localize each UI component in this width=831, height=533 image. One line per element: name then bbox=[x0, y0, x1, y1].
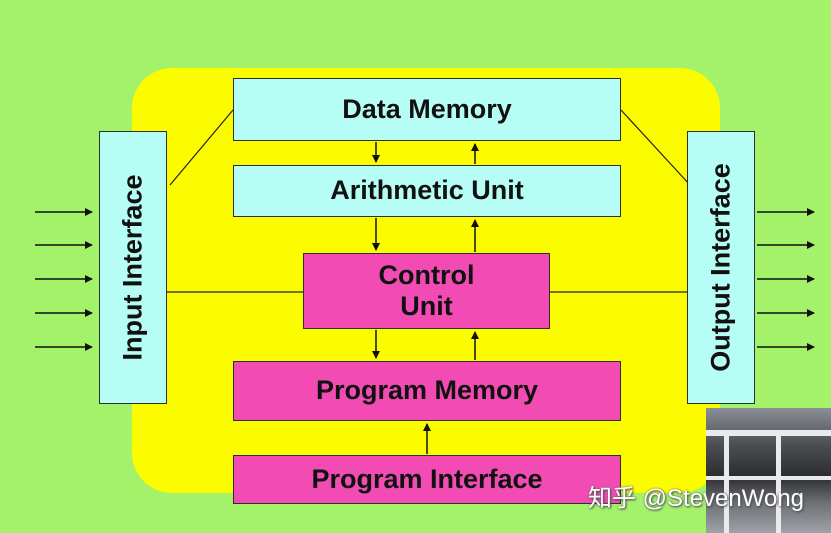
arithmetic-unit-block: Arithmetic Unit bbox=[233, 165, 621, 217]
input-signal-arrows bbox=[35, 208, 93, 351]
window-frame bbox=[724, 436, 729, 533]
program-memory-block: Program Memory bbox=[233, 361, 621, 421]
arithmetic-unit-label: Arithmetic Unit bbox=[330, 175, 524, 206]
program-interface-block: Program Interface bbox=[233, 455, 621, 504]
data-memory-label: Data Memory bbox=[342, 93, 512, 124]
input-to-data-memory-line bbox=[169, 109, 234, 186]
input-interface-block: Input Interface bbox=[99, 131, 167, 404]
watermark: 知乎 @StevenWong bbox=[588, 485, 805, 512]
output-interface-block: Output Interface bbox=[687, 131, 755, 404]
control-unit-block: Control Unit bbox=[303, 253, 550, 329]
program-interface-label: Program Interface bbox=[311, 463, 543, 494]
speaker-video-inset bbox=[706, 408, 831, 533]
input-interface-label: Input Interface bbox=[117, 174, 148, 361]
window-frame bbox=[706, 476, 831, 480]
output-signal-arrows bbox=[757, 208, 815, 351]
control-unit-label-line1: Control bbox=[378, 259, 475, 290]
data-memory-to-output-line bbox=[620, 109, 691, 186]
control-unit-label-line2: Unit bbox=[400, 291, 453, 321]
window-frame bbox=[706, 430, 831, 436]
output-interface-label: Output Interface bbox=[705, 163, 736, 372]
data-memory-block: Data Memory bbox=[233, 78, 621, 141]
window-frame bbox=[776, 436, 781, 533]
program-memory-label: Program Memory bbox=[315, 375, 539, 406]
